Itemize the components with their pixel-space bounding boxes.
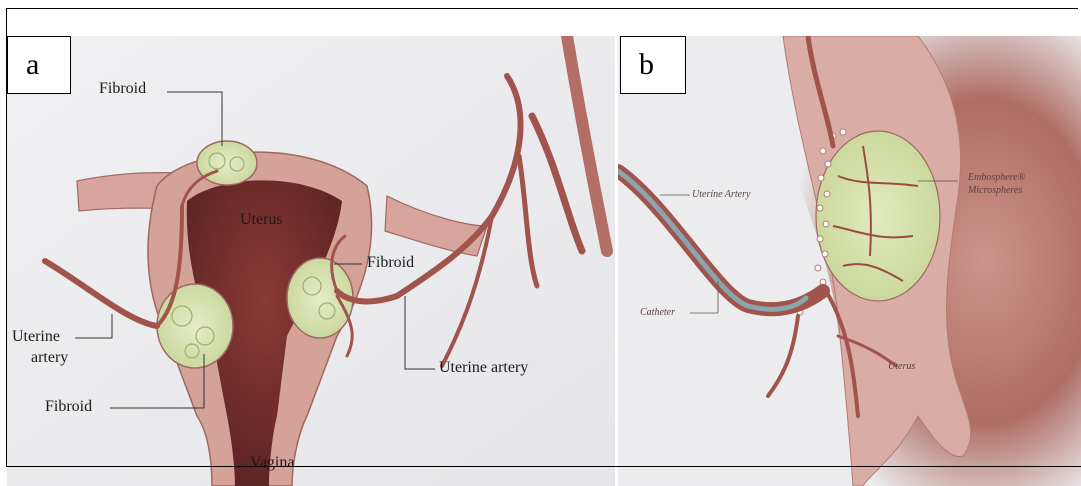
label-uterine-artery-left-line1: Uterine <box>12 328 60 346</box>
fibroid-left-shape <box>157 284 233 368</box>
label-microspheres-line2: Microspheres <box>968 185 1022 196</box>
label-uterine-artery-right: Uterine artery <box>439 359 528 377</box>
label-fibroid-bottom: Fibroid <box>45 398 92 416</box>
label-uterus: Uterus <box>240 211 283 229</box>
figure-bottom-rule <box>6 466 1081 467</box>
label-vagina: Vagina <box>250 454 294 472</box>
fibroid-top-shape <box>197 141 257 185</box>
embolization-drawing <box>618 36 1081 486</box>
label-catheter: Catheter <box>640 307 675 318</box>
label-uterine-artery-b: Uterine Artery <box>692 189 750 200</box>
label-fibroid-top: Fibroid <box>99 80 146 98</box>
label-fibroid-right: Fibroid <box>367 254 414 272</box>
label-uterine-artery-left-line2: artery <box>31 349 68 367</box>
fibroid-b-shape <box>816 131 940 301</box>
panel-a-illustration: a Fibroid Uterus Fibroid Uterine artery … <box>7 36 615 486</box>
panel-b-letter: b <box>620 36 686 94</box>
label-microspheres-line1: Embosphere® <box>968 172 1025 183</box>
label-uterus-b: Uterus <box>888 361 915 372</box>
panel-b-illustration: b Uterine Artery Catheter Embosphere® Mi… <box>618 36 1081 486</box>
uterus-anatomy-drawing <box>7 36 615 486</box>
panel-a-letter: a <box>7 36 71 94</box>
